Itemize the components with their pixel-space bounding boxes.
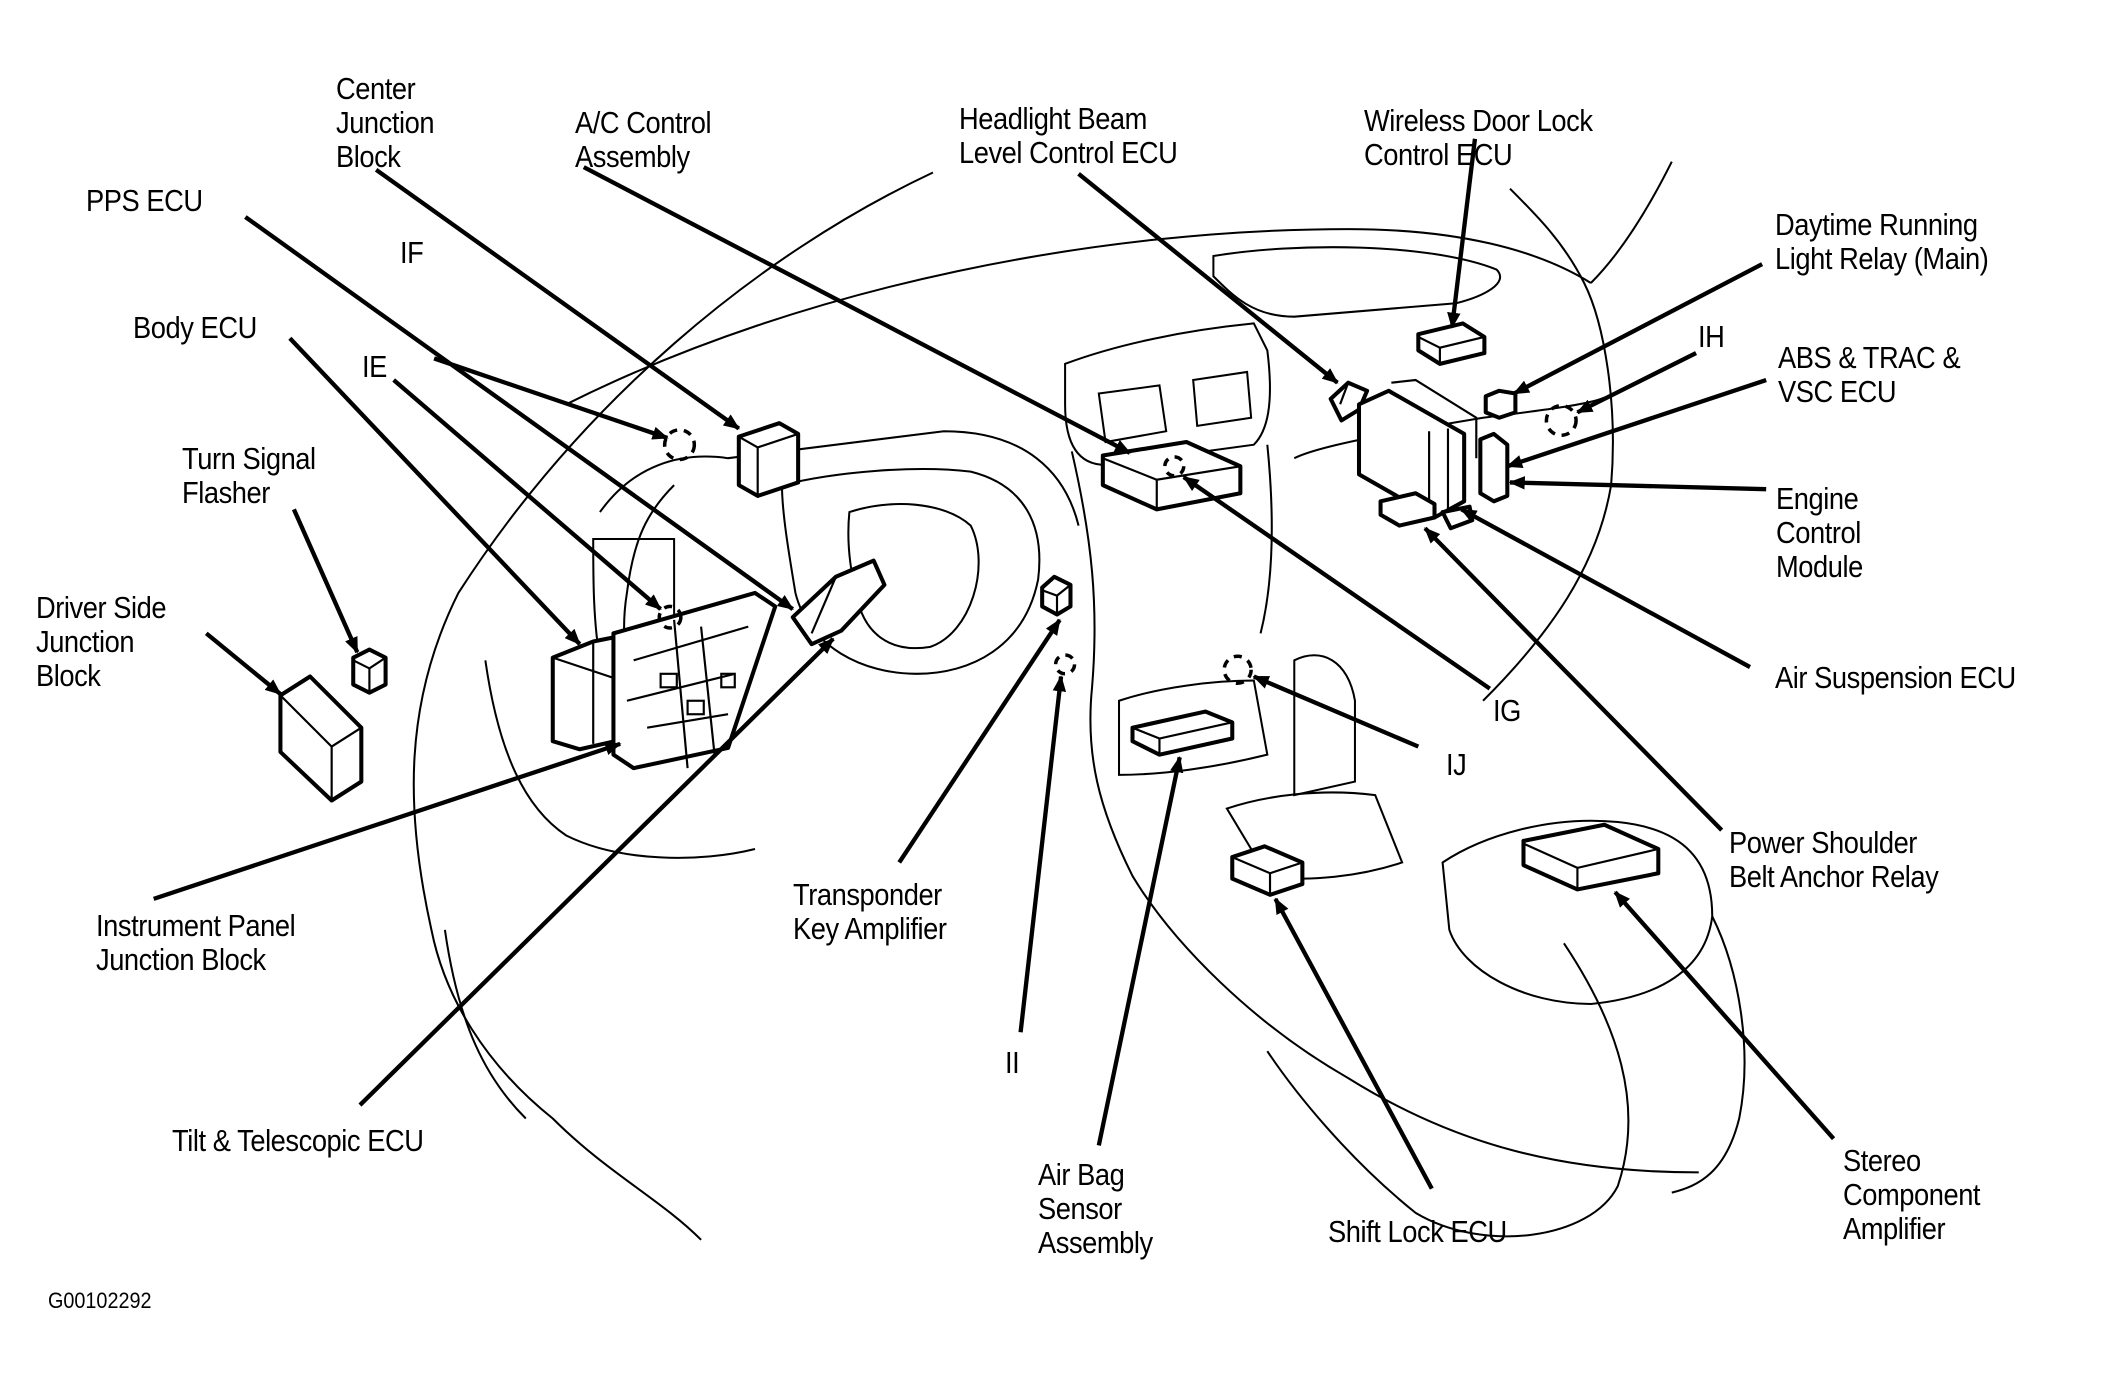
leader-instrument-panel-jb xyxy=(153,741,622,901)
label-headlight-beam-level-control-ecu: Headlight Beam Level Control ECU xyxy=(959,101,1178,170)
label-transponder-key-amplifier: Transponder Key Amplifier xyxy=(793,877,947,946)
label-abs-trac-vsc-ecu: ABS & TRAC & VSC ECU xyxy=(1778,340,1961,409)
leader-center-junction-block xyxy=(374,168,741,431)
leader-tilt-telescopic xyxy=(358,637,835,1107)
leader-shift-lock-ecu xyxy=(1273,897,1434,1190)
label-connector-ie: IE xyxy=(362,349,387,384)
label-connector-ih: IH xyxy=(1698,319,1725,354)
leader-connector-ii xyxy=(1018,675,1067,1033)
leader-wireless-door-lock xyxy=(1447,138,1478,329)
leader-headlight-beam xyxy=(1077,172,1339,385)
label-turn-signal-flasher: Turn Signal Flasher xyxy=(182,441,316,510)
turn-signal-flasher-part xyxy=(351,647,388,695)
label-instrument-panel-junction-block: Instrument Panel Junction Block xyxy=(96,908,296,977)
leader-abs-trac-vsc xyxy=(1506,377,1767,469)
label-body-ecu: Body ECU xyxy=(133,310,257,345)
label-daytime-running-light-relay: Daytime Running Light Relay (Main) xyxy=(1775,207,1989,276)
leader-driver-side-junction-block xyxy=(204,631,282,696)
leader-pps-ecu xyxy=(244,215,795,611)
leader-connector-ih xyxy=(1576,351,1698,415)
air-suspension-ecu-part xyxy=(1378,491,1475,531)
label-connector-ij: IJ xyxy=(1446,747,1467,782)
label-air-suspension-ecu: Air Suspension ECU xyxy=(1775,660,2016,695)
leader-ac-control xyxy=(582,165,1131,455)
leader-air-suspension-ecu xyxy=(1460,507,1752,669)
leader-air-bag-sensor xyxy=(1096,756,1184,1146)
drl-relay-part xyxy=(1483,388,1518,420)
engine-control-module-part xyxy=(1356,378,1478,520)
leader-connector-ie xyxy=(392,378,663,611)
label-tilt-telescopic-ecu: Tilt & Telescopic ECU xyxy=(172,1123,424,1158)
air-bag-sensor-part xyxy=(1130,709,1235,757)
leader-engine-control-module xyxy=(1508,476,1767,492)
connector-ii-circle xyxy=(1053,653,1077,676)
label-ac-control-assembly: A/C Control Assembly xyxy=(575,105,712,174)
transponder-key-amplifier-part xyxy=(1040,574,1073,617)
label-wireless-door-lock-control-ecu: Wireless Door Lock Control ECU xyxy=(1364,103,1593,172)
connector-if-circle xyxy=(662,428,697,462)
label-air-bag-sensor-assembly: Air Bag Sensor Assembly xyxy=(1038,1157,1153,1260)
leader-connector-if xyxy=(433,356,669,441)
leader-power-shoulder-belt xyxy=(1423,526,1724,832)
label-stereo-component-amplifier: Stereo Component Amplifier xyxy=(1843,1143,1981,1246)
label-center-junction-block: Center Junction Block xyxy=(336,71,435,174)
label-pps-ecu: PPS ECU xyxy=(86,183,203,218)
driver-side-junction-block-part xyxy=(278,674,364,803)
label-connector-ii: II xyxy=(1005,1045,1020,1080)
shift-lock-ecu-part xyxy=(1230,844,1305,897)
connector-ij-circle xyxy=(1222,654,1253,685)
leader-turn-signal-flasher xyxy=(291,508,360,654)
connector-ie-circle xyxy=(657,604,683,630)
leader-drl-relay xyxy=(1512,262,1764,396)
stereo-amplifier-part xyxy=(1521,822,1661,892)
label-power-shoulder-belt-anchor-relay: Power Shoulder Belt Anchor Relay xyxy=(1729,825,1939,894)
connector-ig-circle xyxy=(1163,455,1186,478)
abs-trac-vsc-ecu-part xyxy=(1478,431,1510,504)
leader-transponder-key-amp xyxy=(897,618,1062,864)
leader-stereo-amplifier xyxy=(1613,890,1836,1141)
center-junction-block-part xyxy=(736,421,801,498)
instrument-panel-junction-block-part xyxy=(611,590,778,771)
label-shift-lock-ecu: Shift Lock ECU xyxy=(1328,1214,1507,1249)
figure-id: G00102292 xyxy=(48,1288,152,1313)
connector-ih-circle xyxy=(1544,403,1578,438)
leader-connector-ig xyxy=(1182,475,1492,691)
wireless-door-lock-ecu-part xyxy=(1416,321,1487,366)
label-connector-if: IF xyxy=(400,235,424,270)
leader-lines xyxy=(153,138,1836,1190)
label-connector-ig: IG xyxy=(1493,693,1521,728)
label-engine-control-module: Engine Control Module xyxy=(1776,481,1863,584)
pps-ecu-part xyxy=(790,558,887,647)
leader-connector-ij xyxy=(1252,674,1420,749)
leader-body-ecu xyxy=(288,336,582,646)
label-driver-side-junction-block: Driver Side Junction Block xyxy=(36,590,167,693)
